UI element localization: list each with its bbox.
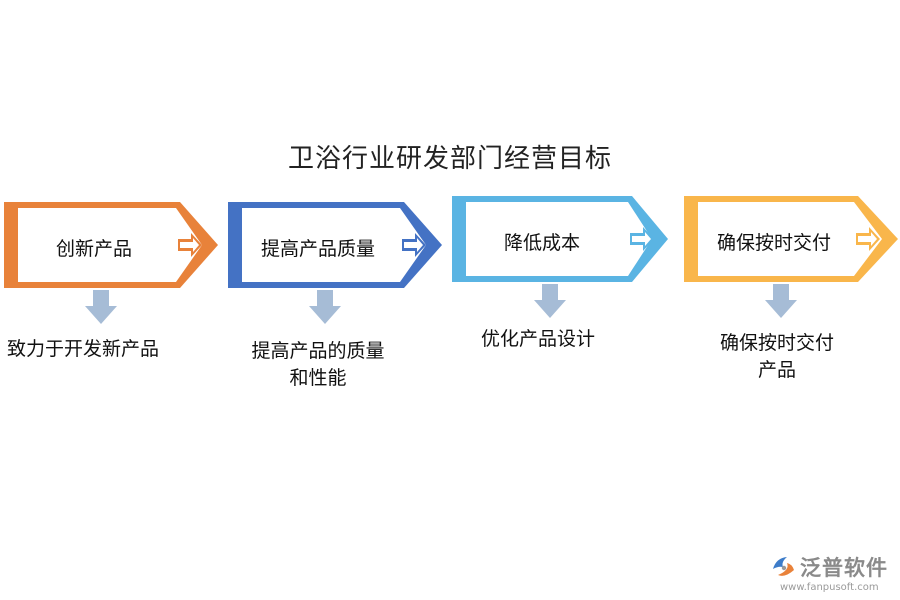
- step-1-description: 致力于开发新产品: [0, 336, 188, 363]
- step-1-description-line: 致力于开发新产品: [6, 338, 159, 360]
- step-1-arrow-icon-inner: [180, 238, 199, 252]
- watermark-brand: 泛普软件: [800, 556, 888, 580]
- step-3-description: 优化产品设计: [433, 326, 643, 353]
- step-3-label: 降低成本: [503, 232, 580, 254]
- watermark-url: www.fanpusoft.com: [780, 582, 879, 593]
- step-4-down-arrow-icon: [765, 284, 797, 318]
- step-2-arrow-icon-inner: [404, 238, 423, 252]
- step-2-box-panel: [242, 208, 426, 282]
- step-3-description-line: 优化产品设计: [480, 328, 595, 350]
- step-1-down-arrow-icon: [85, 290, 117, 324]
- step-2-description-line: 提高产品的质量: [251, 340, 385, 362]
- step-1-label: 创新产品: [55, 238, 132, 260]
- step-2-down-arrow-icon: [309, 290, 341, 324]
- step-4-description-line: 产品: [757, 359, 796, 381]
- step-1-box-panel: [18, 208, 202, 282]
- diagram-title: 卫浴行业研发部门经营目标: [287, 144, 612, 174]
- step-3-arrow-icon-inner: [632, 232, 651, 246]
- step-4-description: 确保按时交付 产品: [672, 330, 882, 384]
- step-4-box-panel: [698, 202, 882, 276]
- step-2-description: 提高产品的质量 和性能: [213, 338, 423, 392]
- step-4-arrow-icon-inner: [858, 232, 877, 246]
- step-3-box-panel: [466, 202, 652, 276]
- watermark: 泛普软件 www.fanpusoft.com: [770, 552, 895, 596]
- fanpu-logo-icon: [773, 557, 794, 576]
- step-2-description-line: 和性能: [289, 367, 347, 389]
- step-2-label: 提高产品质量: [260, 238, 375, 260]
- step-3-down-arrow-icon: [534, 284, 566, 318]
- step-4-description-line: 确保按时交付: [719, 332, 834, 354]
- step-4-label: 确保按时交付: [716, 232, 831, 254]
